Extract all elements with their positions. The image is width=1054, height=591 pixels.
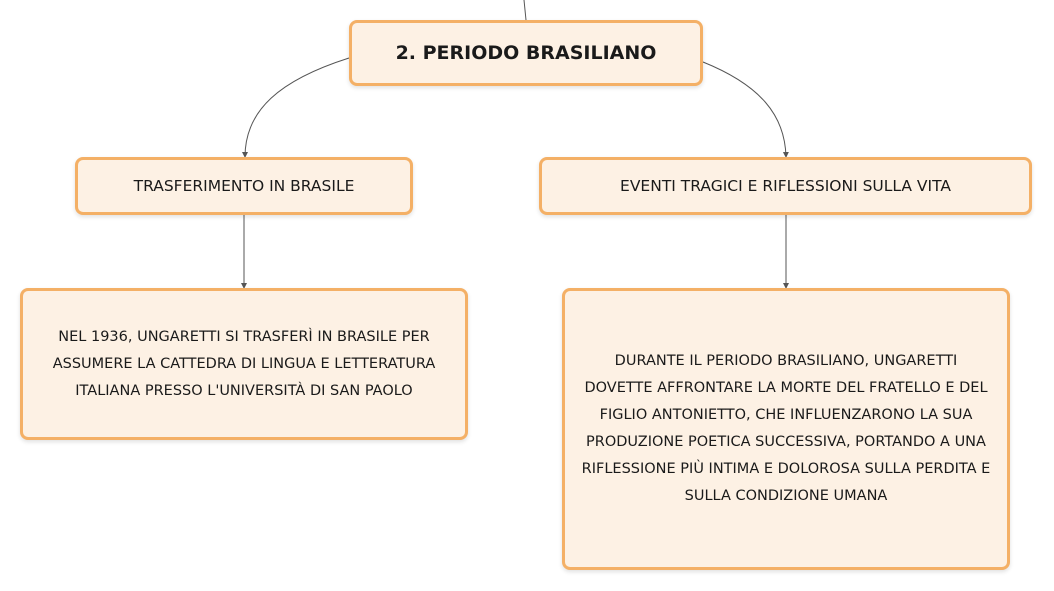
root-node[interactable]: 2. PERIODO BRASILIANO (349, 20, 703, 86)
connector-from-parent (523, 0, 527, 21)
branch-node-label: EVENTI TRAGICI E RIFLESSIONI SULLA VITA (620, 177, 951, 195)
detail-node-text: NEL 1936, UNGARETTI SI TRASFERÌ IN BRASI… (52, 328, 436, 399)
connector-root-to-left (242, 57, 350, 158)
branch-node-trasferimento[interactable]: TRASFERIMENTO IN BRASILE (75, 157, 413, 215)
root-node-label: 2. PERIODO BRASILIANO (395, 42, 657, 64)
connector-root-to-right (702, 61, 789, 158)
detail-node-text: DURANTE IL PERIODO BRASILIANO, UNGARETTI… (581, 353, 991, 504)
detail-node-trasferimento[interactable]: NEL 1936, UNGARETTI SI TRASFERÌ IN BRASI… (20, 288, 468, 440)
branch-node-label: TRASFERIMENTO IN BRASILE (133, 177, 355, 195)
branch-node-eventi-tragici[interactable]: EVENTI TRAGICI E RIFLESSIONI SULLA VITA (539, 157, 1032, 215)
detail-node-eventi-tragici[interactable]: DURANTE IL PERIODO BRASILIANO, UNGARETTI… (562, 288, 1010, 570)
